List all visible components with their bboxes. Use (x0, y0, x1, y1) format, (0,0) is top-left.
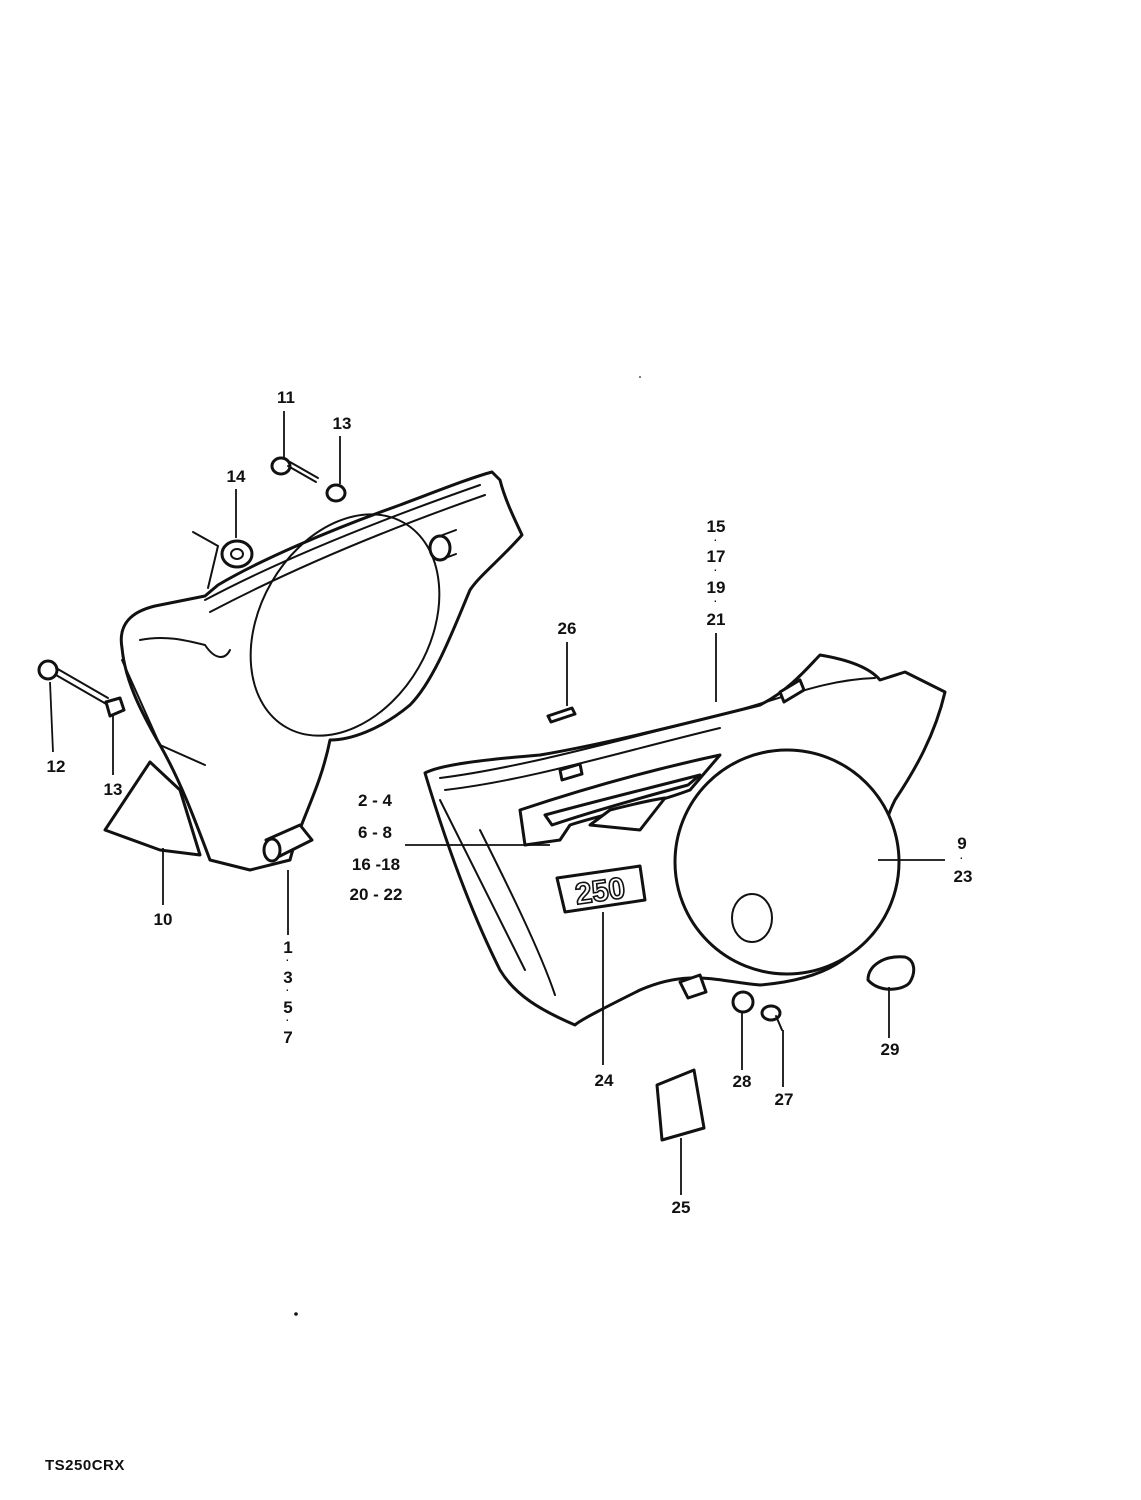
callout-dot: · (285, 981, 290, 997)
grommet-part-14 (220, 539, 254, 569)
callout-14: 14 (227, 467, 246, 486)
leader-lines (49, 411, 945, 1195)
callout-dot: · (959, 849, 964, 865)
callout-group-2-4: 2 - 4 (358, 791, 393, 810)
left-frame-cover (103, 470, 524, 872)
washer-part-28 (731, 990, 755, 1014)
callout-13-lower: 13 (104, 780, 123, 799)
callout-29: 29 (881, 1040, 900, 1059)
callout-27: 27 (775, 1090, 794, 1109)
emblem-part-24: 250 (555, 864, 647, 914)
callout-12: 12 (47, 757, 66, 776)
callouts: 11 13 14 12 13 10 1 · 3 · 5 · 7 15 · 17 … (47, 388, 973, 1217)
callout-group-16-18: 16 -18 (352, 855, 400, 874)
callout-3: 3 (283, 968, 292, 987)
stray-dot (639, 376, 641, 378)
bolt-part-11 (270, 456, 319, 483)
callout-23: 23 (954, 867, 973, 886)
callout-25: 25 (672, 1198, 691, 1217)
callout-dot: · (713, 561, 718, 577)
label-part-25 (655, 1068, 706, 1142)
stray-dot (294, 1312, 298, 1316)
callout-26: 26 (558, 619, 577, 638)
right-frame-cover (423, 653, 947, 1027)
emblem-text: 250 (573, 872, 627, 912)
callout-10: 10 (154, 910, 173, 929)
bolt-part-12 (37, 659, 109, 706)
pin-part-26 (546, 706, 577, 724)
callout-1: 1 (283, 938, 292, 957)
washer-part-13-upper (325, 483, 347, 503)
callout-group-6-8: 6 - 8 (358, 823, 392, 842)
callout-dot: · (713, 531, 718, 547)
callout-21: 21 (707, 610, 726, 629)
callout-28: 28 (733, 1072, 752, 1091)
callout-15: 15 (707, 517, 726, 536)
callout-dot: · (713, 592, 718, 608)
callout-dot: · (285, 951, 290, 967)
badge-part-29 (866, 955, 916, 991)
callout-11: 11 (277, 388, 295, 407)
callout-13-upper: 13 (333, 414, 352, 433)
callout-group-20-22: 20 - 22 (350, 885, 403, 904)
callout-9: 9 (957, 834, 966, 853)
callout-17: 17 (707, 547, 726, 566)
callout-24: 24 (595, 1071, 614, 1090)
screw-part-27 (760, 1004, 783, 1031)
callout-5: 5 (283, 998, 292, 1017)
model-code-label: TS250CRX (45, 1457, 125, 1474)
callout-7: 7 (283, 1028, 292, 1047)
callout-dot: · (285, 1011, 290, 1027)
washer-part-13-lower (104, 696, 126, 718)
callout-19: 19 (707, 578, 726, 597)
